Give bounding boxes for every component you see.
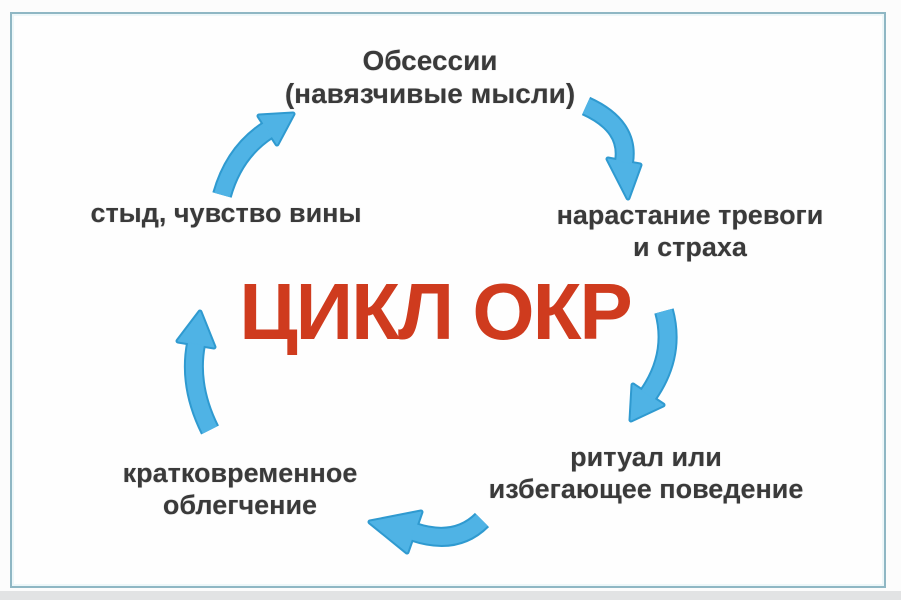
arrow-obsessions-to-anxiety-icon <box>581 96 643 201</box>
node-relief-line1: кратковременное <box>122 458 358 488</box>
center-title: ЦИКЛ ОКР <box>239 267 633 356</box>
arrow-anxiety-to-ritual-icon <box>628 308 678 423</box>
node-relief: кратковременное облегчение <box>90 458 390 522</box>
arrow-relief-to-shame-icon <box>175 309 220 435</box>
node-anxiety-line2: и страха <box>633 231 747 262</box>
node-ritual: ритуал или избегающее поведение <box>470 442 822 506</box>
photo-bottom-edge <box>0 591 901 600</box>
arrow-shame-to-obsessions-icon <box>212 111 296 198</box>
diagram-border-frame <box>10 12 886 588</box>
node-obsessions-line1: Обсессии <box>362 45 498 76</box>
node-ritual-line2: избегающее поведение <box>488 473 804 504</box>
node-obsessions: Обсессии (навязчивые мысли) <box>250 44 610 110</box>
node-anxiety: нарастание тревоги и страха <box>540 200 840 264</box>
node-shame: стыд, чувство вины <box>66 198 386 230</box>
arrow-ritual-to-relief-icon <box>367 509 490 555</box>
node-anxiety-line1: нарастание тревоги <box>556 200 824 230</box>
node-shame-line1: стыд, чувство вины <box>90 198 362 228</box>
node-relief-line2: облегчение <box>162 489 318 520</box>
node-ritual-line1: ритуал или <box>570 442 722 472</box>
node-obsessions-line2: (навязчивые мысли) <box>284 78 576 110</box>
